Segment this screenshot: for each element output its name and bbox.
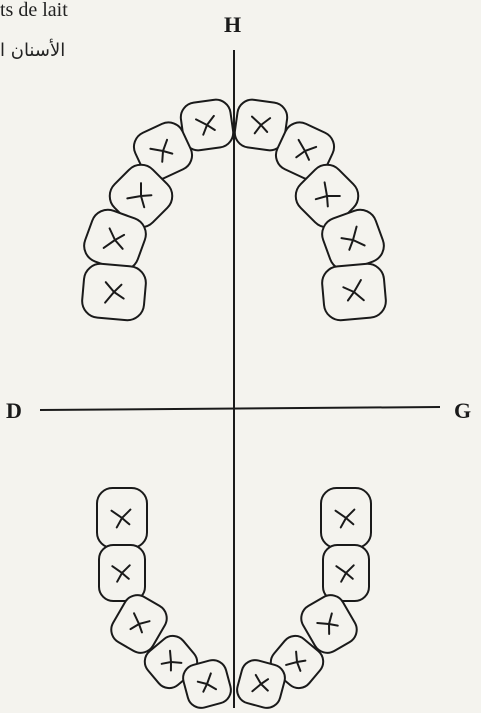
lower-tooth-left-2 [99,545,145,601]
lower-tooth-right-1 [321,488,371,548]
horizontal-midline [40,407,440,410]
upper-tooth-right-5 [321,262,387,321]
lower-tooth-right-2 [323,545,369,601]
upper-tooth-left-5 [81,262,147,321]
lower-tooth-left-1 [97,488,147,548]
